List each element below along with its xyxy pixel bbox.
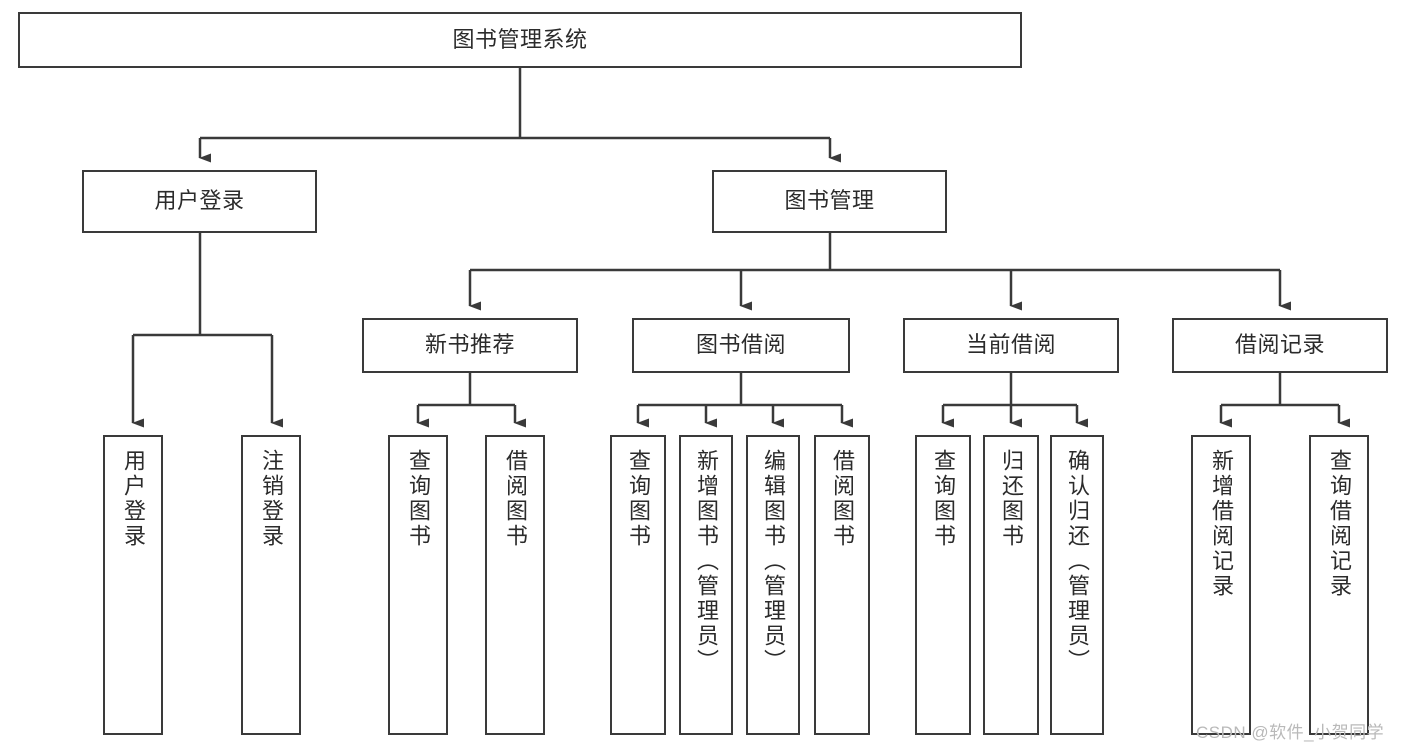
node-book-management[interactable]: 图书管理 xyxy=(712,170,947,233)
node-label: 查询图书 xyxy=(406,449,431,549)
node-label: 确认归还（管理员） xyxy=(1065,449,1090,674)
node-label: 新增图书（管理员） xyxy=(694,449,719,674)
node-root[interactable]: 图书管理系统 xyxy=(18,12,1022,68)
node-label: 用户登录 xyxy=(154,188,245,214)
node-label: 借阅图书 xyxy=(830,449,855,549)
node-label: 查询图书 xyxy=(931,449,956,549)
leaf-record-add[interactable]: 新增借阅记录 xyxy=(1191,435,1251,735)
leaf-current-query-book[interactable]: 查询图书 xyxy=(915,435,971,735)
node-label: 图书管理系统 xyxy=(452,26,588,52)
leaf-current-confirm-return-admin[interactable]: 确认归还（管理员） xyxy=(1050,435,1104,735)
leaf-record-query[interactable]: 查询借阅记录 xyxy=(1309,435,1369,735)
node-user-login[interactable]: 用户登录 xyxy=(82,170,317,233)
node-label: 图书借阅 xyxy=(695,332,786,358)
leaf-borrow-add-book-admin[interactable]: 新增图书（管理员） xyxy=(679,435,733,735)
node-label: 新增借阅记录 xyxy=(1209,449,1234,599)
node-label: 新书推荐 xyxy=(424,332,515,358)
leaf-user-logout[interactable]: 注销登录 xyxy=(241,435,301,735)
node-label: 借阅记录 xyxy=(1234,332,1325,358)
node-label: 查询图书 xyxy=(626,449,651,549)
node-label: 编辑图书（管理员） xyxy=(761,449,786,674)
node-current-borrow[interactable]: 当前借阅 xyxy=(903,318,1119,373)
csdn-watermark: CSDN @软件_小贺同学 xyxy=(1196,723,1385,742)
node-label: 注销登录 xyxy=(259,449,284,549)
leaf-recommend-query-book[interactable]: 查询图书 xyxy=(388,435,448,735)
leaf-borrow-borrow-book[interactable]: 借阅图书 xyxy=(814,435,870,735)
node-new-book-recommend[interactable]: 新书推荐 xyxy=(362,318,578,373)
node-borrow-record[interactable]: 借阅记录 xyxy=(1172,318,1388,373)
node-book-borrow[interactable]: 图书借阅 xyxy=(632,318,850,373)
node-label: 用户登录 xyxy=(121,449,146,549)
leaf-user-login[interactable]: 用户登录 xyxy=(103,435,163,735)
node-label: 查询借阅记录 xyxy=(1327,449,1352,599)
leaf-recommend-borrow-book[interactable]: 借阅图书 xyxy=(485,435,545,735)
node-label: 图书管理 xyxy=(784,188,875,214)
leaf-borrow-edit-book-admin[interactable]: 编辑图书（管理员） xyxy=(746,435,800,735)
leaf-borrow-query-book[interactable]: 查询图书 xyxy=(610,435,666,735)
node-label: 当前借阅 xyxy=(965,332,1056,358)
node-label: 借阅图书 xyxy=(503,449,528,549)
node-label: 归还图书 xyxy=(999,449,1024,549)
leaf-current-return-book[interactable]: 归还图书 xyxy=(983,435,1039,735)
